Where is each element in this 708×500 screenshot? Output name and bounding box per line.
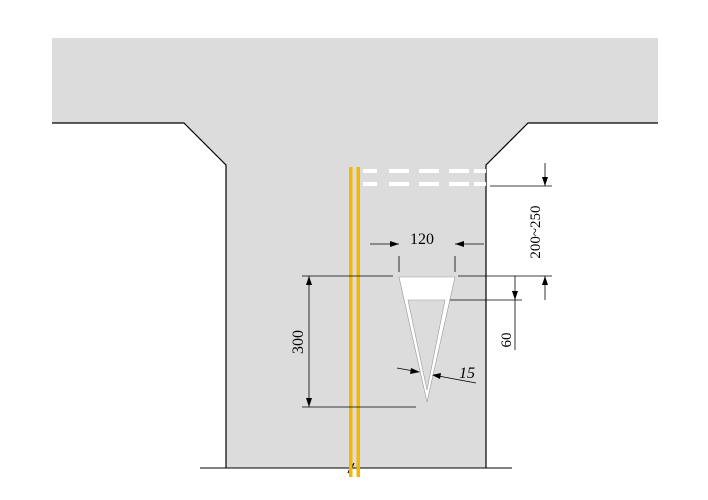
dimension-length [302, 275, 416, 408]
dimension-head [450, 276, 522, 350]
dashed-stop-line [363, 169, 486, 186]
yellow-center-line-right [356, 167, 360, 477]
dimension-offset [458, 163, 552, 300]
dimension-width-label: 120 [410, 231, 434, 248]
road-edge-left [52, 122, 227, 468]
dimension-length-label: 300 [290, 330, 307, 354]
dimension-head-label: 60 [499, 333, 515, 348]
dimension-offset-label: 200~250 [528, 205, 544, 258]
dimension-angle-label: 15 [459, 365, 475, 382]
dimension-width [370, 241, 484, 272]
dimension-angle [396, 367, 477, 384]
yellow-center-line-left [349, 167, 353, 477]
triangle-marking [398, 276, 456, 403]
road-edge-right [485, 122, 658, 468]
road-surface [52, 38, 658, 468]
